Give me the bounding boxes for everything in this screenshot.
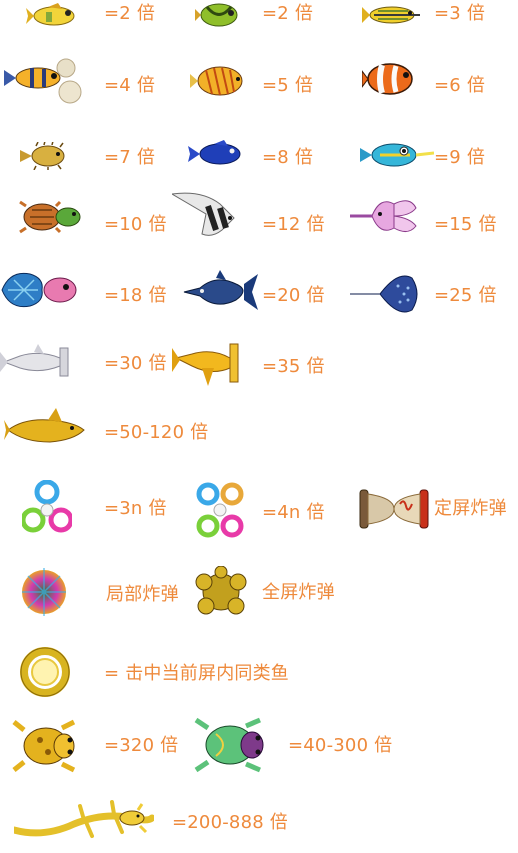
- clownfish-with-bubbles-icon: [4, 58, 82, 104]
- turtle-icon: [19, 200, 81, 234]
- multiplier-label: =3n 倍: [104, 498, 167, 519]
- multiplier-label: =4n 倍: [262, 502, 325, 523]
- green-pufferfish-icon: [195, 3, 238, 27]
- lionfish-icon: [350, 200, 417, 232]
- multiplier-label: =200-888 倍: [172, 812, 289, 833]
- bomb-label: 定屏炸弹: [434, 498, 507, 519]
- multiplier-label: =2 倍: [104, 3, 156, 24]
- multiplier-label: =10 倍: [104, 214, 167, 235]
- multiplier-label: =4 倍: [104, 75, 156, 96]
- multiplier-label: =20 倍: [262, 285, 325, 306]
- golden-shark-icon: [4, 408, 85, 443]
- multiplier-label: =35 倍: [262, 356, 325, 377]
- yellow-fish-icon: [26, 3, 75, 26]
- multiplier-label: =40-300 倍: [288, 735, 393, 756]
- gem-fidget-4-icon: [196, 482, 244, 538]
- hourglass-icon: [359, 489, 429, 529]
- golden-frog-icon: [12, 719, 76, 773]
- green-frog-icon: [194, 717, 264, 773]
- cyan-parrotfish-icon: [360, 143, 434, 167]
- bomb-label: 全屏炸弹: [262, 582, 335, 603]
- blue-lantern-fish-icon: [1, 272, 77, 308]
- multiplier-label: =9 倍: [434, 147, 486, 168]
- rainbow-urchin-icon: [22, 568, 66, 616]
- multiplier-label: =3 倍: [434, 3, 486, 24]
- multiplier-label: =30 倍: [104, 353, 167, 374]
- golden-salamander-icon: [14, 800, 154, 838]
- multiplier-label: =15 倍: [434, 214, 497, 235]
- moorish-idol-icon: [172, 192, 235, 236]
- golden-hammerhead-icon: [172, 343, 239, 386]
- orange-striped-angelfish-icon: [190, 66, 243, 96]
- swordfish-icon: [183, 270, 258, 310]
- silver-hammerhead-icon: [0, 344, 69, 377]
- multiplier-label: =5 倍: [262, 75, 314, 96]
- multiplier-label: =50-120 倍: [104, 422, 209, 443]
- clownfish-icon: [362, 63, 413, 95]
- multiplier-label: =320 倍: [104, 735, 179, 756]
- bomb-label: 局部炸弹: [106, 584, 179, 605]
- gold-nugget-bomb-icon: [195, 566, 247, 615]
- manta-ray-icon: [350, 275, 418, 313]
- multiplier-label: =7 倍: [104, 147, 156, 168]
- multiplier-label: =18 倍: [104, 285, 167, 306]
- golden-ring-icon: [20, 647, 70, 697]
- multiplier-label: =2 倍: [262, 3, 314, 24]
- striped-yellow-fish-icon: [362, 6, 420, 24]
- multiplier-label: =25 倍: [434, 285, 497, 306]
- multiplier-label: =8 倍: [262, 147, 314, 168]
- blue-fish-icon: [188, 140, 241, 165]
- spiky-pufferfish-icon: [20, 142, 65, 170]
- multiplier-label: =12 倍: [262, 214, 325, 235]
- effect-label: = 击中当前屏内同类鱼: [104, 663, 290, 684]
- multiplier-label: =6 倍: [434, 75, 486, 96]
- gem-fidget-3-icon: [22, 480, 72, 533]
